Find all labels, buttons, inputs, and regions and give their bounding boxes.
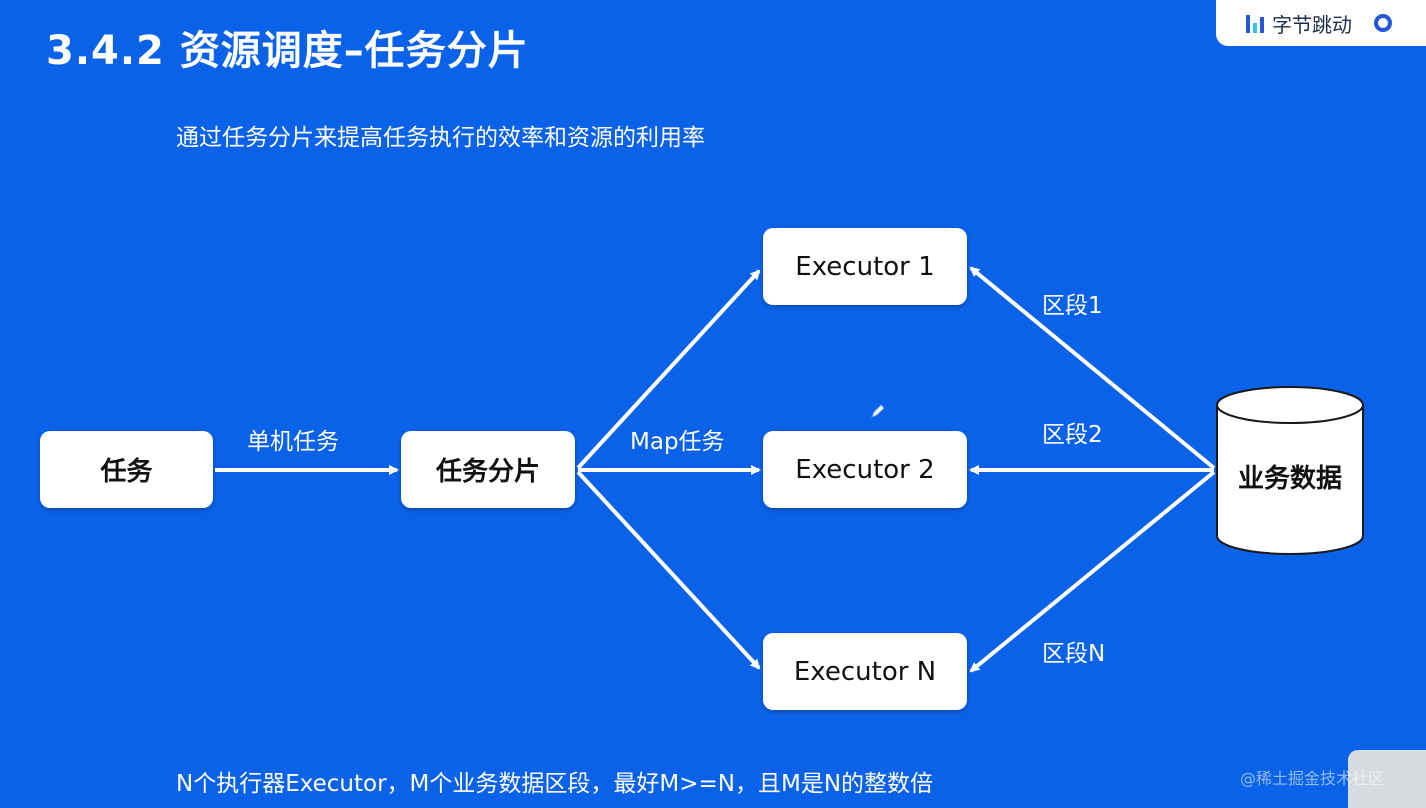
arrow-data-to-executorN (969, 470, 1216, 673)
slide-title: 3.4.2 资源调度–任务分片 (46, 28, 529, 74)
slide-subtitle: 通过任务分片来提高任务执行的效率和资源的利用率 (176, 125, 705, 151)
watermark: @稀土掘金技术社区 (1240, 769, 1385, 788)
node-task: 任务 (40, 431, 213, 508)
database-cylinder-icon (1216, 386, 1364, 555)
edge-label-single-task: 单机任务 (247, 429, 339, 455)
node-executor-n: Executor N (763, 633, 967, 710)
node-executor-2: Executor 2 (763, 431, 967, 508)
brand-logo-icon (1246, 13, 1264, 33)
node-executor-1: Executor 1 (763, 228, 967, 305)
pen-cursor-icon (871, 404, 885, 418)
node-business-data-label: 业务数据 (1237, 464, 1342, 494)
brand-name: 字节跳动 (1272, 12, 1352, 37)
corner-overlay (1348, 750, 1426, 808)
arrow-data-to-executor1 (969, 266, 1216, 470)
edge-label-segment-1: 区段1 (1042, 293, 1103, 319)
edge-label-segment-2: 区段2 (1042, 422, 1103, 448)
arrow-shard-to-executor1 (576, 269, 761, 470)
brand-secondary-icon (1374, 14, 1392, 32)
edge-label-segment-n: 区段N (1042, 641, 1106, 667)
arrow-shard-to-executorN (576, 470, 761, 670)
node-task-shard: 任务分片 (401, 431, 575, 508)
slide-footnote: N个执行器Executor，M个业务数据区段，最好M>=N，且M是N的整数倍 (176, 771, 934, 797)
edge-label-map-task: Map任务 (630, 429, 725, 455)
brand-badge: 字节跳动 (1216, 0, 1426, 46)
